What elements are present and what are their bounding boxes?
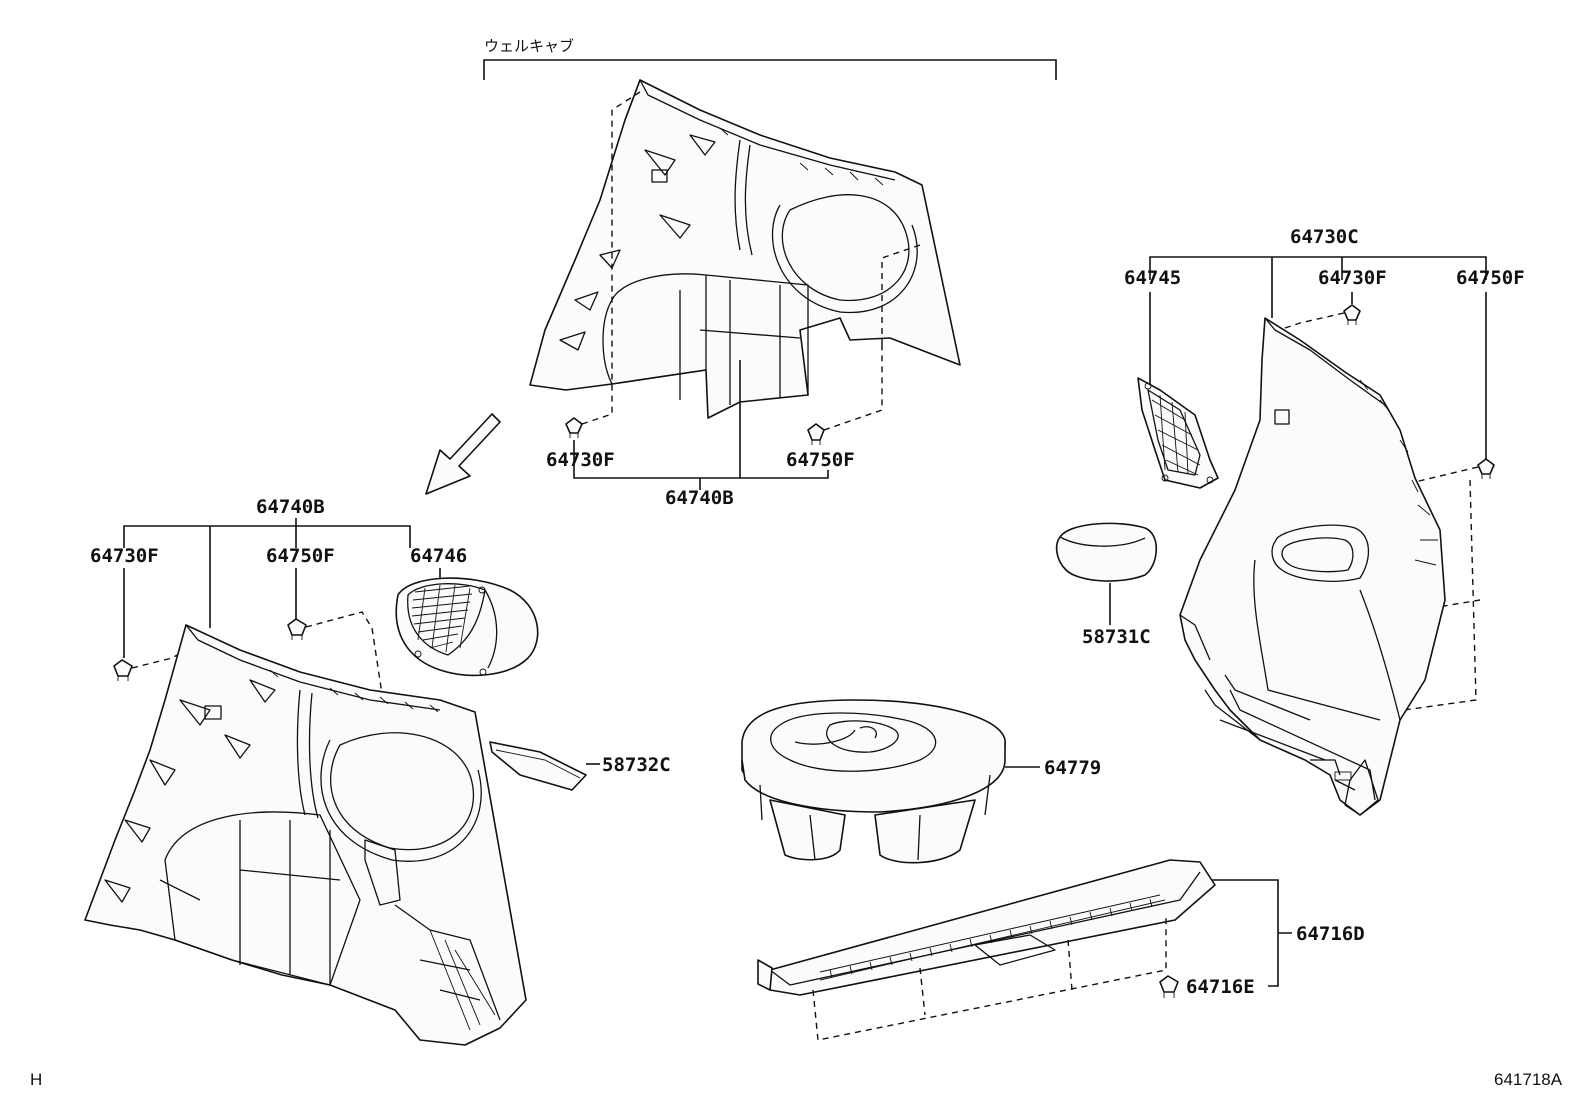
welcab-bracket	[483, 59, 1057, 80]
right-sub-leaders	[1149, 292, 1487, 460]
spare-tire-tray-64779	[741, 699, 1006, 864]
top-dash-right	[823, 244, 921, 431]
label-left-58732c: 58732C	[602, 754, 671, 776]
label-right-64730c: 64730C	[1290, 226, 1359, 248]
scuff-clip-64716e	[1159, 975, 1179, 998]
left-lid-58732c	[489, 741, 587, 791]
right-clip-64730f	[1343, 304, 1361, 325]
left-quarter-trim-panel	[84, 624, 527, 1046]
right-bracket-leader	[1149, 256, 1487, 318]
direction-arrow	[425, 413, 501, 495]
label-left-64746: 64746	[410, 545, 467, 567]
scuff-dash-lines	[812, 918, 1167, 1041]
scuff-plate-64716d	[757, 859, 1216, 996]
top-bracket-leader	[573, 440, 829, 479]
right-quarter-trim-panel	[1179, 317, 1446, 816]
left-dash-clip2	[305, 611, 441, 961]
label-top-64730f: 64730F	[546, 449, 615, 471]
label-64779: 64779	[1044, 757, 1101, 779]
label-right-64745: 64745	[1124, 267, 1181, 289]
right-dash-clip2	[1389, 466, 1481, 713]
left-speaker-cover-64746	[395, 577, 539, 677]
label-top-64740b: 64740B	[665, 487, 734, 509]
left-clip-64750f	[287, 618, 307, 640]
label-left-64730f: 64730F	[90, 545, 159, 567]
label-left-64740b: 64740B	[256, 496, 325, 518]
label-left-64750f: 64750F	[266, 545, 335, 567]
label-64716d: 64716D	[1296, 923, 1365, 945]
top-clip-64750f	[807, 423, 825, 445]
right-grille-64745	[1137, 377, 1219, 489]
label-right-64750f: 64750F	[1456, 267, 1525, 289]
corner-ref-right: 641718A	[1494, 1070, 1563, 1089]
left-dash-clip1	[131, 649, 187, 669]
right-lid-58731c	[1055, 522, 1158, 582]
right-clip-64750f	[1477, 458, 1495, 479]
label-64716e: 64716E	[1186, 976, 1255, 998]
left-clip-64730f	[113, 659, 133, 681]
welcab-note: ウェルキャブ	[484, 37, 574, 55]
label-right-64730f: 64730F	[1318, 267, 1387, 289]
top-panel-leader	[699, 360, 741, 490]
top-dash-left	[581, 91, 641, 425]
label-top-64750f: 64750F	[786, 449, 855, 471]
corner-ref-left: H	[30, 1070, 42, 1089]
leader-64716d	[1212, 879, 1292, 987]
top-clip-64730f	[565, 417, 583, 438]
top-quarter-trim-panel	[529, 79, 961, 419]
label-right-58731c: 58731C	[1082, 626, 1151, 648]
left-sub-leaders	[123, 568, 441, 658]
left-bracket-leader	[123, 518, 411, 628]
